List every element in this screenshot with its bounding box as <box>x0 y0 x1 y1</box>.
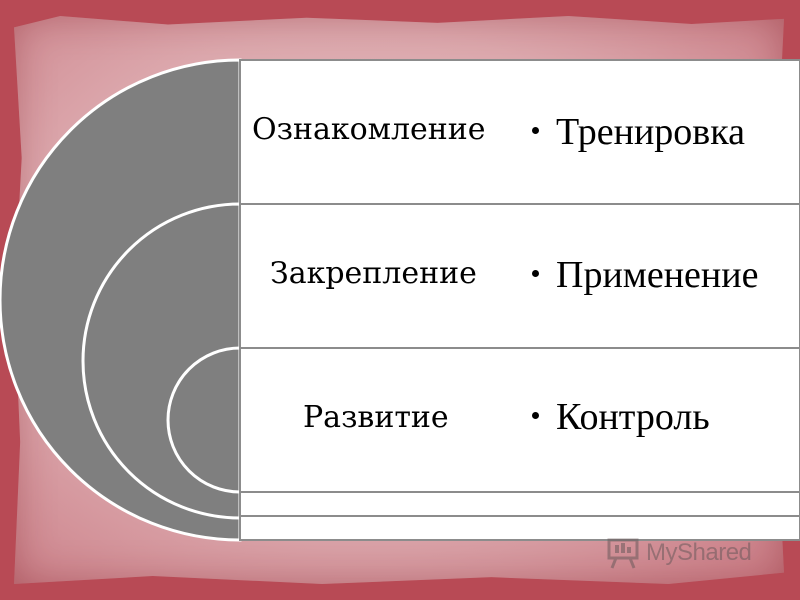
left-label-3: Развитие <box>303 400 449 435</box>
row-4 <box>239 491 800 517</box>
right-label-3: Контроль <box>556 396 710 438</box>
row-5 <box>239 515 800 541</box>
left-label-1: Ознакомление <box>252 112 486 147</box>
row-1 <box>239 59 800 205</box>
watermark: MyShared <box>606 534 752 572</box>
bullet-1 <box>532 127 539 134</box>
left-label-2: Закрепление <box>270 256 477 291</box>
inner-arc <box>166 346 242 494</box>
right-label-2: Применение <box>556 254 759 296</box>
row-2 <box>239 203 800 349</box>
watermark-text: MyShared <box>646 539 752 566</box>
bullet-3 <box>532 412 539 419</box>
right-label-1: Тренировка <box>556 111 745 153</box>
bullet-2 <box>532 270 539 277</box>
presentation-board-icon <box>607 538 639 569</box>
